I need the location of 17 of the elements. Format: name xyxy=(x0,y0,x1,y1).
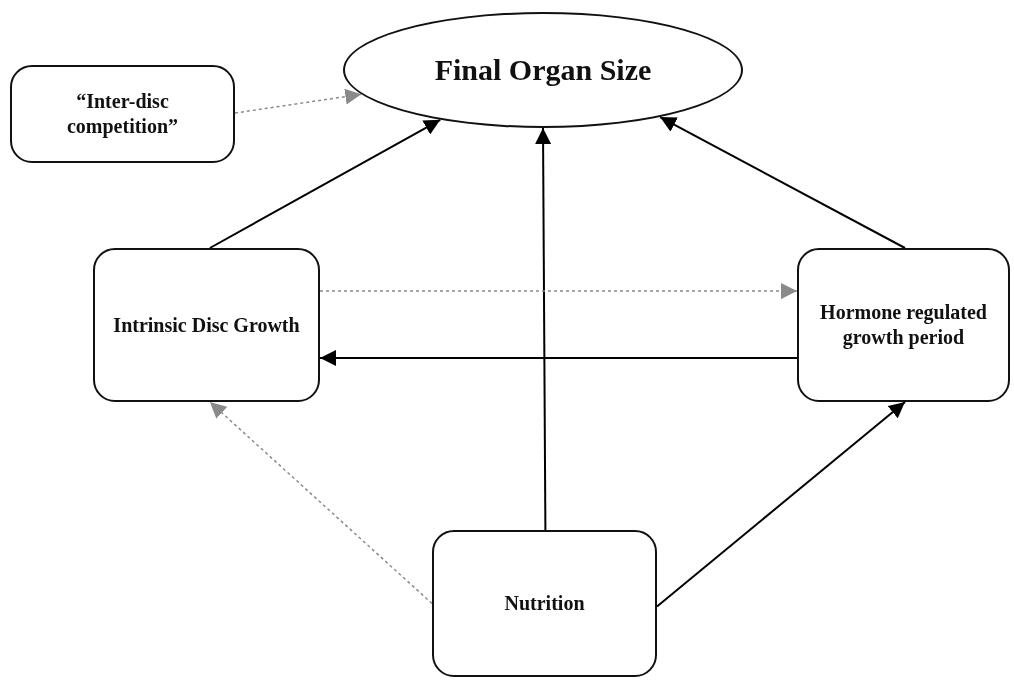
node-label: “Inter-disc competition” xyxy=(65,89,180,139)
arrow xyxy=(319,283,798,300)
arrow xyxy=(209,401,433,605)
rounded-box xyxy=(93,248,320,402)
rounded-box xyxy=(10,65,235,163)
arrow xyxy=(208,118,442,249)
arrow xyxy=(659,116,906,249)
node-label: Final Organ Size xyxy=(434,52,652,89)
arrow xyxy=(656,401,906,608)
node-label: Hormone regulated growth period xyxy=(819,300,988,350)
rounded-box xyxy=(432,530,657,677)
node-label: Intrinsic Disc Growth xyxy=(113,312,300,338)
arrow xyxy=(319,349,798,366)
arrow xyxy=(234,88,363,114)
rounded-box xyxy=(797,248,1010,402)
arrow xyxy=(535,127,552,531)
node-label: Nutrition xyxy=(504,591,585,616)
